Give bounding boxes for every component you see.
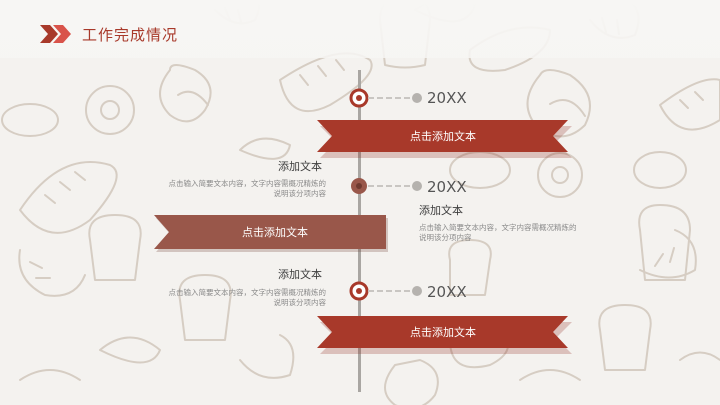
item-title-left-2: 添加文本 (278, 160, 322, 173)
ribbon-1[interactable] (313, 118, 575, 160)
timeline-node-3 (349, 281, 422, 301)
item-desc-left-2-line-2: 说明该分项内容 (273, 189, 327, 198)
item-desc-left-3: 点击输入简要文本内容，文字内容需概况精炼的 说明该分项内容 (110, 288, 327, 308)
item-title-left-3: 添加文本 (278, 268, 322, 281)
item-desc-left-3-line-2: 说明该分项内容 (273, 298, 327, 307)
ribbon-2[interactable] (150, 213, 390, 253)
ribbon-label-2[interactable]: 点击添加文本 (242, 226, 308, 239)
item-desc-right-2-line-2: 说明该分项内容 (419, 233, 472, 242)
year-label-2: 20XX (427, 178, 467, 196)
ribbon-label-3[interactable]: 点击添加文本 (410, 326, 476, 339)
year-label-1: 20XX (427, 89, 467, 107)
year-label-3: 20XX (427, 283, 467, 301)
double-chevron-icon (40, 25, 71, 43)
page-title: 工作完成情况 (82, 26, 179, 44)
item-title-right-2: 添加文本 (419, 204, 463, 217)
item-desc-right-2: 点击输入简要文本内容，文字内容需概况精炼的 说明该分项内容 (419, 223, 619, 243)
timeline-node-1 (349, 88, 422, 108)
timeline-node-2 (351, 178, 422, 194)
header-bar (0, 0, 720, 58)
item-desc-left-3-line-1: 点击输入简要文本内容，文字内容需概况精炼的 (168, 288, 327, 297)
ribbon-label-1[interactable]: 点击添加文本 (410, 130, 476, 143)
ribbon-3[interactable] (313, 314, 575, 356)
item-desc-right-2-line-1: 点击输入简要文本内容，文字内容需概况精炼的 (419, 223, 577, 232)
item-desc-left-2: 点击输入简要文本内容，文字内容需概况精炼的 说明该分项内容 (110, 179, 327, 199)
item-desc-left-2-line-1: 点击输入简要文本内容，文字内容需概况精炼的 (168, 179, 327, 188)
